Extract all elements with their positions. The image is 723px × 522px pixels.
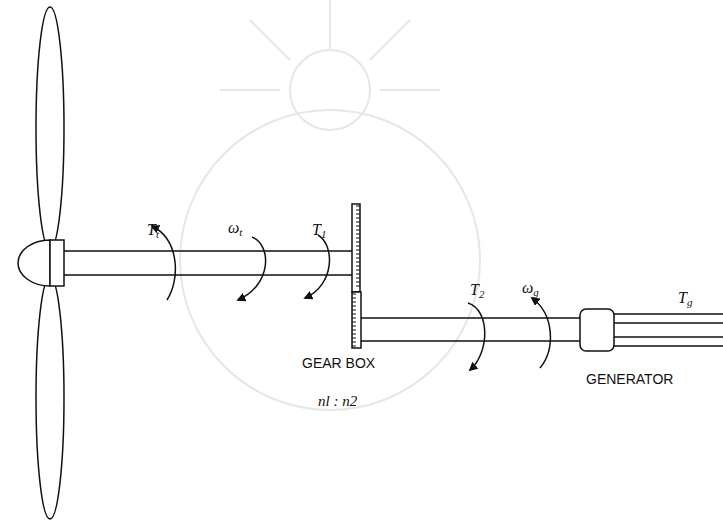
gear-tooth (356, 278, 360, 279)
symbol-label: Tg (678, 290, 692, 306)
blade (36, 7, 64, 249)
gear-tooth (352, 302, 356, 303)
gear-tooth (356, 262, 360, 263)
gear-tooth (356, 210, 360, 211)
gear-tooth (356, 254, 360, 255)
hub (18, 240, 50, 286)
gear-tooth (356, 214, 360, 215)
gear-tooth (356, 222, 360, 223)
symbol-label: ωg (522, 280, 539, 296)
gear-tooth (356, 266, 360, 267)
gear-tooth (356, 230, 360, 231)
gear-tooth (356, 250, 360, 251)
gear-tooth (356, 258, 360, 259)
watermark (180, 0, 480, 410)
part-label: nl : n2 (318, 394, 357, 409)
gear-tooth (356, 226, 360, 227)
gear-tooth (356, 206, 360, 207)
gear-tooth (352, 298, 356, 299)
gear-teeth (352, 206, 360, 346)
gear-tooth (356, 218, 360, 219)
hub (50, 240, 64, 286)
low-speed-shaft (64, 251, 352, 275)
symbol-label: T1 (312, 222, 326, 238)
gear-tooth (352, 318, 356, 319)
part-label: GEAR BOX (302, 356, 375, 370)
gear-tooth (352, 334, 356, 335)
gear-tooth (356, 270, 360, 271)
gear-tooth (352, 322, 356, 323)
gear-tooth (352, 342, 356, 343)
symbol-label: T2 (470, 282, 484, 298)
gear-tooth (352, 346, 356, 347)
part-label: GENERATOR (586, 372, 673, 386)
torque-arrow (468, 303, 485, 370)
gear-tooth (352, 314, 356, 315)
gear-tooth (352, 326, 356, 327)
large-gear (352, 204, 360, 292)
gear-tooth (352, 310, 356, 311)
gear-tooth (352, 306, 356, 307)
gear-tooth (356, 274, 360, 275)
speed-arrow (532, 298, 550, 368)
gear-tooth (356, 242, 360, 243)
high-speed-shaft (361, 318, 580, 341)
speed-arrow (238, 237, 266, 300)
generator-shaft (614, 314, 723, 346)
symbol-label: ωt (228, 220, 242, 236)
gear-tooth (352, 338, 356, 339)
torque-arrow (305, 235, 329, 298)
blade (36, 277, 64, 519)
gear-tooth (352, 294, 356, 295)
small-gear (352, 292, 361, 348)
gear-tooth (352, 330, 356, 331)
gear-tooth (356, 282, 360, 283)
symbol-label: Tt (147, 222, 159, 238)
gear-tooth (356, 286, 360, 287)
gear-tooth (356, 246, 360, 247)
gear-tooth (356, 234, 360, 235)
gear-tooth (356, 238, 360, 239)
generator (580, 309, 614, 351)
